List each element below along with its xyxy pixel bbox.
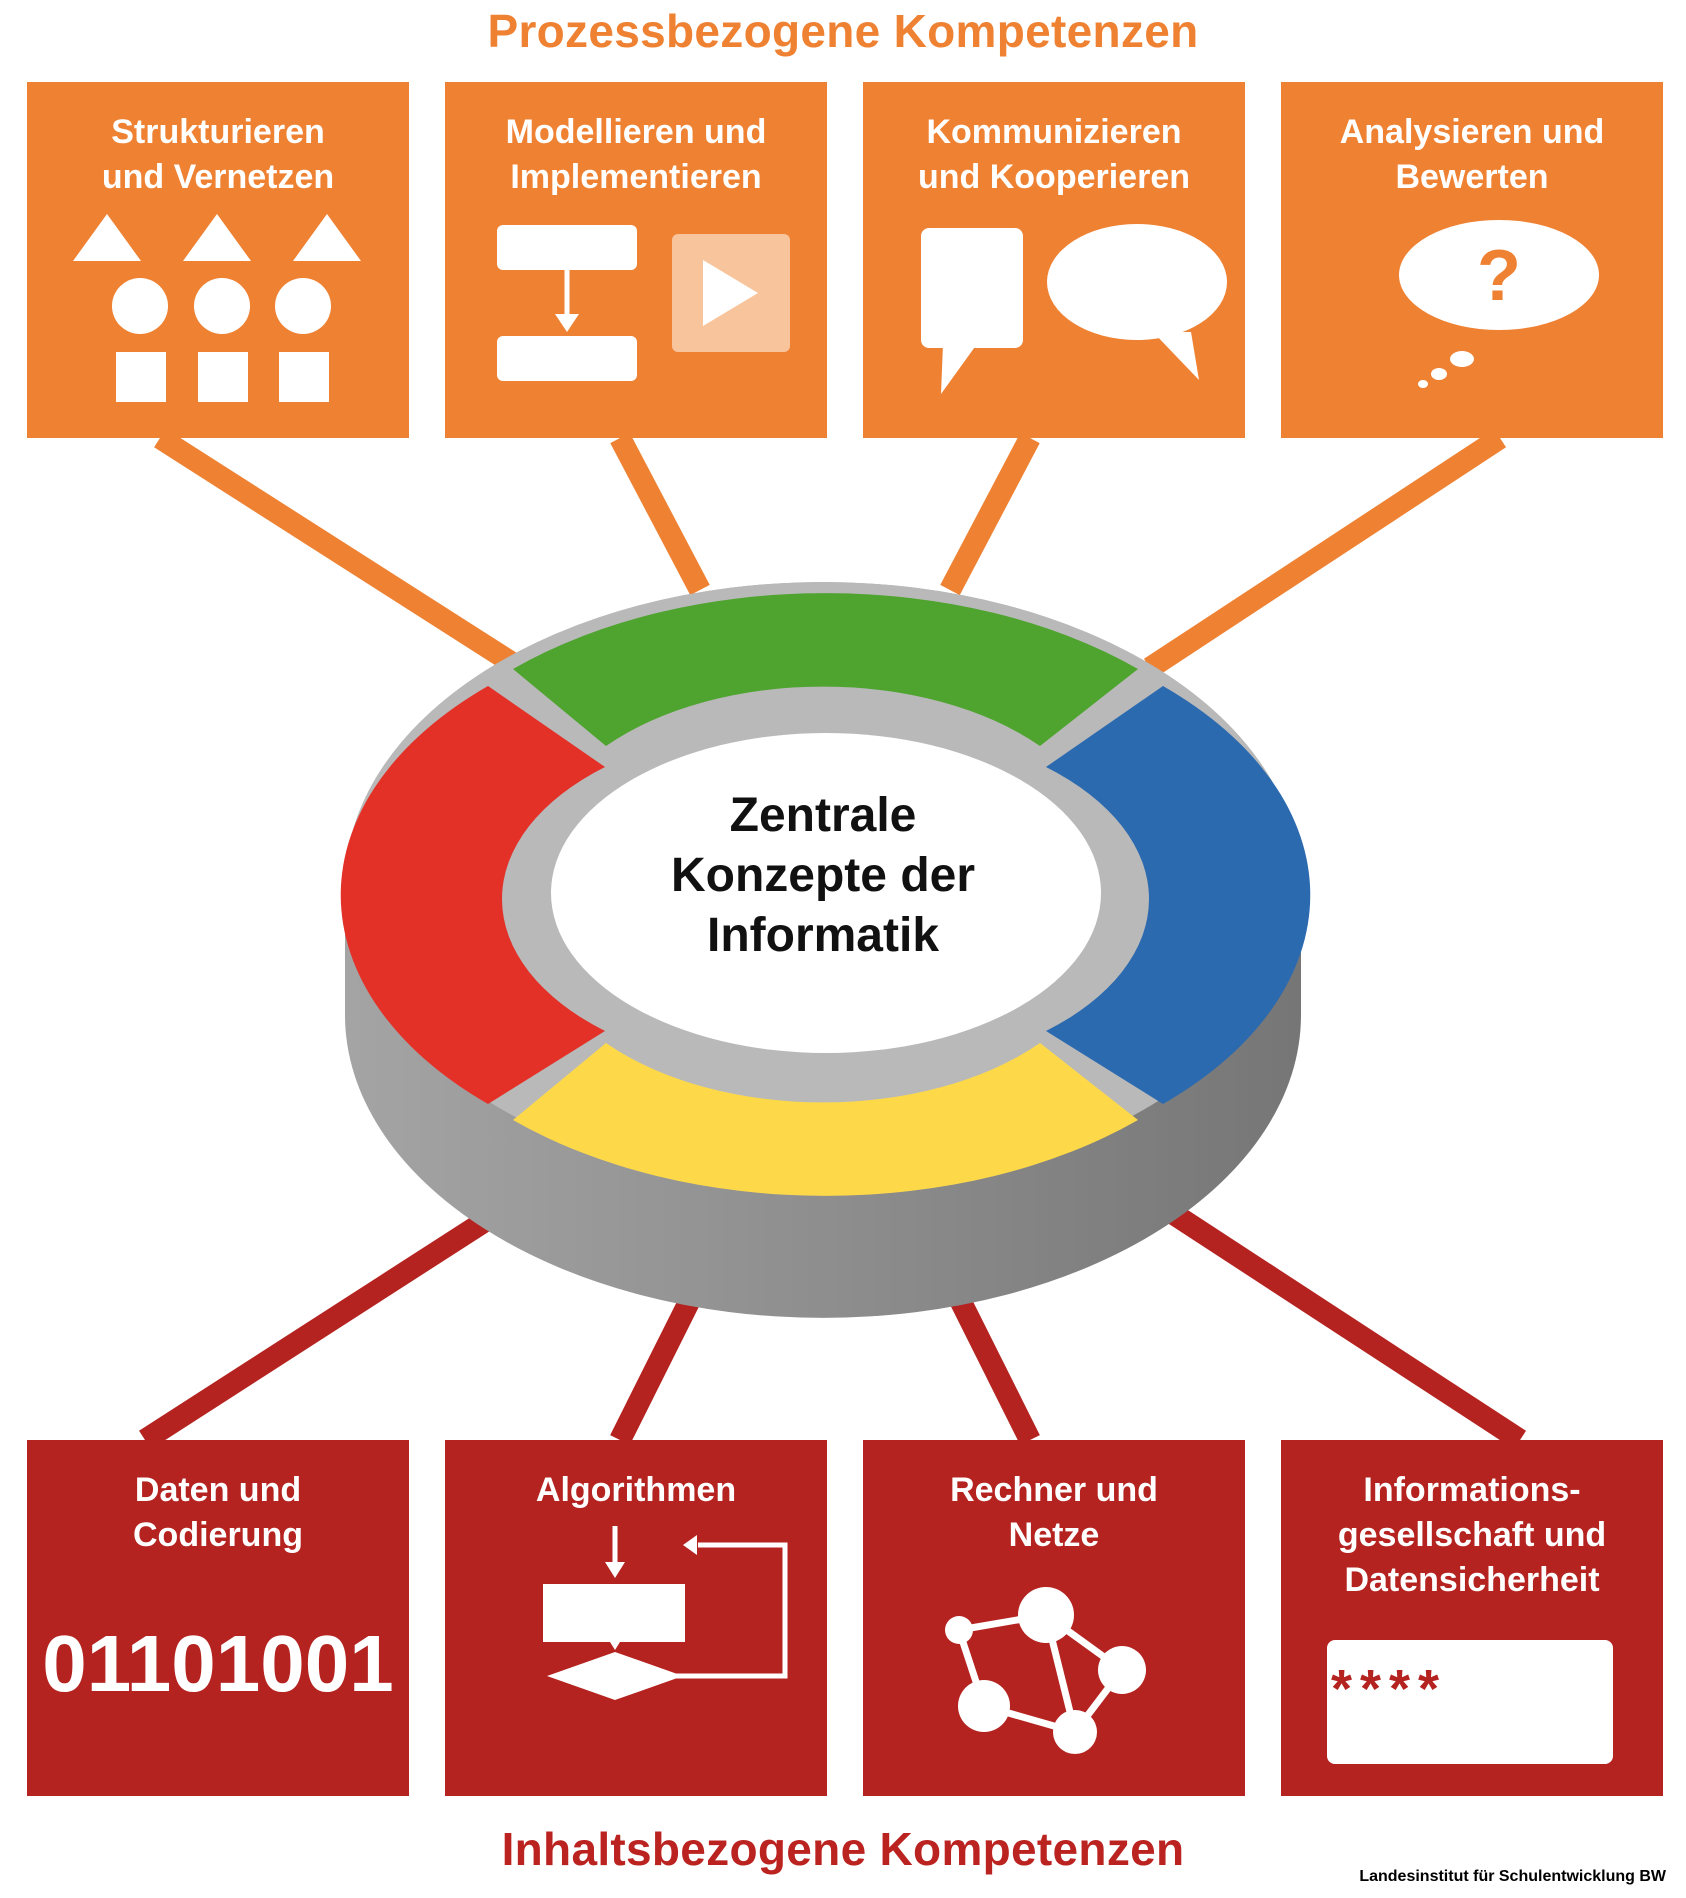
ring-segment-red bbox=[340, 686, 605, 1104]
network-graph-icon bbox=[945, 1587, 1146, 1754]
center-ellipse bbox=[551, 733, 1101, 1053]
connector-rechner bbox=[950, 1295, 1040, 1445]
algorithm-flowchart-icon bbox=[543, 1526, 788, 1700]
box-label: Analysieren und Bewerten bbox=[1339, 113, 1605, 196]
box-label: Kommunizieren und Kooperieren bbox=[917, 113, 1191, 196]
box-label: Informations- gesellschaft und Datensich… bbox=[1337, 1471, 1607, 1599]
box-label: Strukturieren und Vernetzen bbox=[101, 113, 335, 196]
connector-modellieren bbox=[610, 432, 710, 596]
box-label: Rechner und Netze bbox=[950, 1471, 1158, 1554]
password-asterisks: **** bbox=[1331, 1659, 1448, 1719]
binary-icon: 01101001 bbox=[42, 1619, 394, 1708]
box-rechner-netze: Rechner und Netze bbox=[863, 1440, 1245, 1796]
box-analysieren-bewerten: Analysieren und Bewerten ? bbox=[1281, 82, 1663, 438]
password-field-icon bbox=[1327, 1640, 1613, 1764]
box-modellieren-implementieren: Modellieren und Implementieren bbox=[445, 82, 827, 438]
credit-text: Landesinstitut für Schulentwicklung BW bbox=[1359, 1868, 1666, 1885]
connector-informationsgesellschaft bbox=[1153, 1195, 1527, 1450]
speech-bubbles-icon bbox=[921, 224, 1227, 394]
box-label: Modellieren und Implementieren bbox=[505, 113, 767, 196]
center-title: Zentrale Konzepte der Informatik bbox=[670, 789, 976, 962]
thought-bubble-question-icon: ? bbox=[1399, 220, 1599, 388]
ring-segment-blue bbox=[1046, 686, 1311, 1104]
connector-strukturieren bbox=[154, 428, 526, 678]
content-competencies-heading: Inhaltsbezogene Kompetenzen bbox=[501, 1823, 1185, 1875]
box-algorithmen: Algorithmen bbox=[445, 1440, 827, 1796]
ring-segment-yellow bbox=[513, 1043, 1138, 1196]
box-daten-codierung: Daten und Codierung 01101001 bbox=[27, 1440, 409, 1796]
box-kommunizieren-kooperieren: Kommunizieren und Kooperieren bbox=[863, 82, 1245, 438]
process-competencies-heading: Prozessbezogene Kompetenzen bbox=[487, 5, 1199, 57]
connector-analysieren bbox=[1143, 428, 1507, 678]
ring-segment-green bbox=[513, 593, 1138, 746]
connector-algorithmen bbox=[610, 1295, 700, 1445]
connector-daten bbox=[139, 1195, 516, 1450]
shapes-icon bbox=[73, 214, 361, 402]
box-label: Daten und Codierung bbox=[133, 1471, 303, 1554]
box-strukturieren-vernetzen: Strukturieren und Vernetzen bbox=[27, 82, 409, 438]
box-label: Algorithmen bbox=[535, 1471, 737, 1509]
question-mark: ? bbox=[1477, 236, 1521, 316]
flowchart-play-icon bbox=[497, 225, 790, 381]
connector-kommunizieren bbox=[940, 432, 1040, 596]
box-informationsgesellschaft-datensicherheit: Informations- gesellschaft und Datensich… bbox=[1281, 1440, 1663, 1796]
